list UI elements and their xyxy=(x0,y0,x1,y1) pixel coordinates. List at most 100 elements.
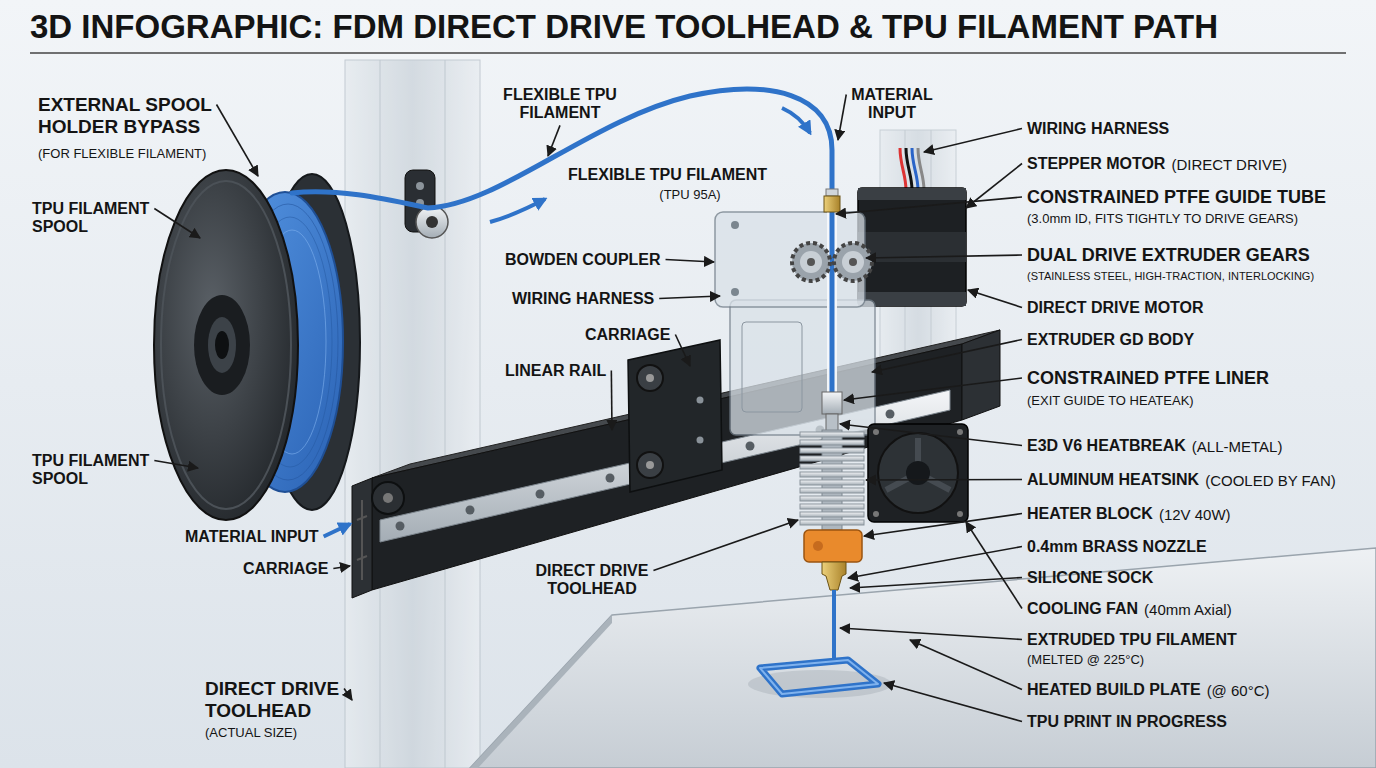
part-label: COOLING FAN xyxy=(1027,600,1138,618)
heatsink xyxy=(800,464,864,469)
part-note: (STAINLESS STEEL, HIGH-TRACTION, INTERLO… xyxy=(1027,270,1314,283)
build-plate xyxy=(470,548,1376,768)
heater-block xyxy=(804,530,862,562)
carriage-plate xyxy=(697,397,704,404)
part-note: (@ 60°C) xyxy=(1207,682,1270,699)
leader-line xyxy=(968,290,1022,308)
part-label: STEPPER MOTOR xyxy=(1027,155,1165,173)
linear-rail xyxy=(383,493,393,503)
part-note: (FOR FLEXIBLE FILAMENT) xyxy=(38,147,206,162)
leader-line xyxy=(653,520,798,571)
heatsink xyxy=(800,496,864,501)
spool-bypass-bracket xyxy=(426,216,438,228)
bowden-coupler xyxy=(824,196,840,212)
part-label: CARRIAGE xyxy=(585,326,670,344)
carriage-plate xyxy=(628,340,722,492)
leader-line xyxy=(848,547,1022,579)
stepper-motor xyxy=(918,148,924,190)
leader-lines xyxy=(154,95,1022,722)
extruder-housing xyxy=(715,205,875,435)
leader-line xyxy=(850,578,1022,589)
part-label: ALUMINUM HEATSINK xyxy=(1027,471,1199,489)
cooling-fan xyxy=(957,429,963,435)
drive-gears xyxy=(792,243,830,281)
part-label: DUAL DRIVE EXTRUDER GEARS xyxy=(1027,245,1310,266)
cooling-fan xyxy=(878,433,958,513)
leader-line xyxy=(844,378,1022,400)
title-rule xyxy=(30,52,1346,54)
part-label: SILICONE SOCK xyxy=(1027,569,1153,587)
tpu-print xyxy=(760,660,878,694)
extruder-housing xyxy=(715,212,865,307)
carriage-plate xyxy=(646,374,654,382)
linear-rail xyxy=(352,330,1000,598)
spool-bypass-bracket xyxy=(416,206,448,238)
part-label: FLEXIBLE TPU FILAMENT xyxy=(568,166,767,184)
frame-extrusion xyxy=(380,60,381,768)
leader-line xyxy=(910,640,1022,690)
linear-rail xyxy=(396,522,405,531)
linear-rail xyxy=(372,482,404,514)
filament-spool xyxy=(208,317,236,373)
linear-rail xyxy=(352,478,372,598)
part-note: (EXIT GUIDE TO HEATEAK) xyxy=(1027,394,1194,409)
part-label: DIRECT DRIVE MOTOR xyxy=(1027,299,1204,317)
drive-gears xyxy=(842,251,864,273)
heatsink xyxy=(800,448,864,453)
infographic-title: 3D INFOGRAPHIC: FDM DIRECT DRIVE TOOLHEA… xyxy=(30,8,1218,46)
part-label: HEATER BLOCK xyxy=(1027,505,1153,523)
carriage-plate xyxy=(628,340,722,492)
part-label: FLEXIBLE TPU FILAMENT xyxy=(495,86,625,123)
leader-line xyxy=(548,125,560,156)
part-label: EXTERNAL SPOOL HOLDER BYPASS xyxy=(38,94,253,138)
part-label: CONSTRAINED PTFE GUIDE TUBE xyxy=(1027,187,1326,208)
leader-line xyxy=(659,296,720,299)
heatsink xyxy=(800,504,864,509)
part-note: (COOLED BY FAN) xyxy=(1205,472,1336,489)
leader-line xyxy=(666,260,714,263)
filament-spool xyxy=(161,181,291,509)
heatsink xyxy=(800,512,864,517)
leader-line xyxy=(838,95,846,141)
carriage-plate xyxy=(646,461,654,469)
cooling-fan xyxy=(906,461,930,485)
drive-gears xyxy=(800,251,822,273)
leader-line xyxy=(866,255,1022,258)
cooling-fan xyxy=(868,424,968,522)
part-label: MATERIAL INPUT xyxy=(185,528,319,546)
linear-rail xyxy=(466,506,475,515)
heatbreak xyxy=(822,392,842,432)
part-note: (DIRECT DRIVE) xyxy=(1171,156,1287,173)
leader-line xyxy=(344,689,352,701)
part-label: EXTRUDER GD BODY xyxy=(1027,331,1194,349)
filament-spool xyxy=(154,170,298,520)
input-arrow xyxy=(324,524,350,537)
linear-rail xyxy=(886,410,895,419)
tpu-print xyxy=(748,590,892,698)
build-plate xyxy=(470,615,612,768)
leader-line xyxy=(884,683,1022,722)
leader-line xyxy=(872,340,1022,373)
drive-gears xyxy=(849,258,857,266)
leader-line xyxy=(864,514,1022,537)
frame-extrusion xyxy=(445,60,446,768)
part-label: LINEAR RAIL xyxy=(505,362,606,380)
leader-line xyxy=(866,479,1022,481)
part-note: (3.0mm ID, FITS TIGHTLY TO DRIVE GEARS) xyxy=(1027,212,1298,227)
leader-line xyxy=(154,461,198,469)
part-label: CARRIAGE xyxy=(243,560,328,578)
drive-gears xyxy=(807,258,815,266)
part-label: WIRING HARNESS xyxy=(1027,120,1169,138)
part-label: 0.4mm BRASS NOZZLE xyxy=(1027,538,1207,556)
cooling-fan xyxy=(957,511,963,517)
filament-strand xyxy=(490,199,545,222)
linear-rail xyxy=(536,490,545,499)
heater-block xyxy=(813,541,823,551)
linear-rail xyxy=(357,500,367,580)
heatsink xyxy=(800,480,864,485)
drive-gears xyxy=(792,243,872,281)
carriage-plate xyxy=(637,452,663,478)
part-label: TPU PRINT IN PROGRESS xyxy=(1027,713,1227,731)
part-note: (40mm Axial) xyxy=(1144,601,1232,618)
